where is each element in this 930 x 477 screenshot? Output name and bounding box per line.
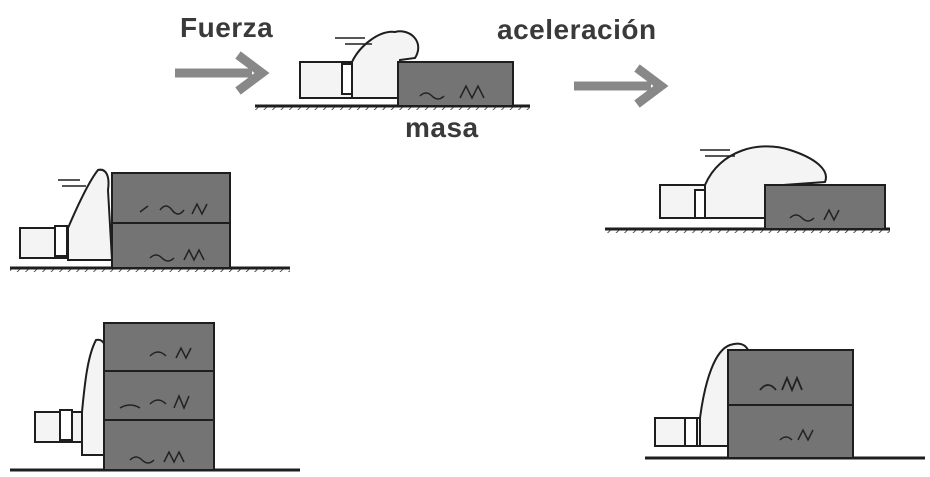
block: [103, 419, 215, 471]
force-arrow: [175, 51, 270, 95]
scene-one-block-fast: [605, 145, 890, 233]
acceleration-label: aceleración: [497, 14, 657, 45]
block: [397, 61, 514, 107]
block: [764, 184, 886, 230]
block: [727, 404, 854, 459]
mass-label: masa: [405, 112, 479, 143]
block: [103, 370, 215, 421]
scene-single-block-push: [255, 30, 530, 110]
scene-two-block-right: [645, 342, 925, 460]
force-label: Fuerza: [180, 12, 274, 43]
block: [111, 172, 231, 224]
scene-three-block-stack: [10, 322, 300, 472]
acceleration-arrow: [574, 64, 669, 108]
block: [111, 222, 231, 269]
block: [103, 322, 215, 372]
block: [727, 349, 854, 406]
scene-two-block-stack: [10, 168, 290, 272]
